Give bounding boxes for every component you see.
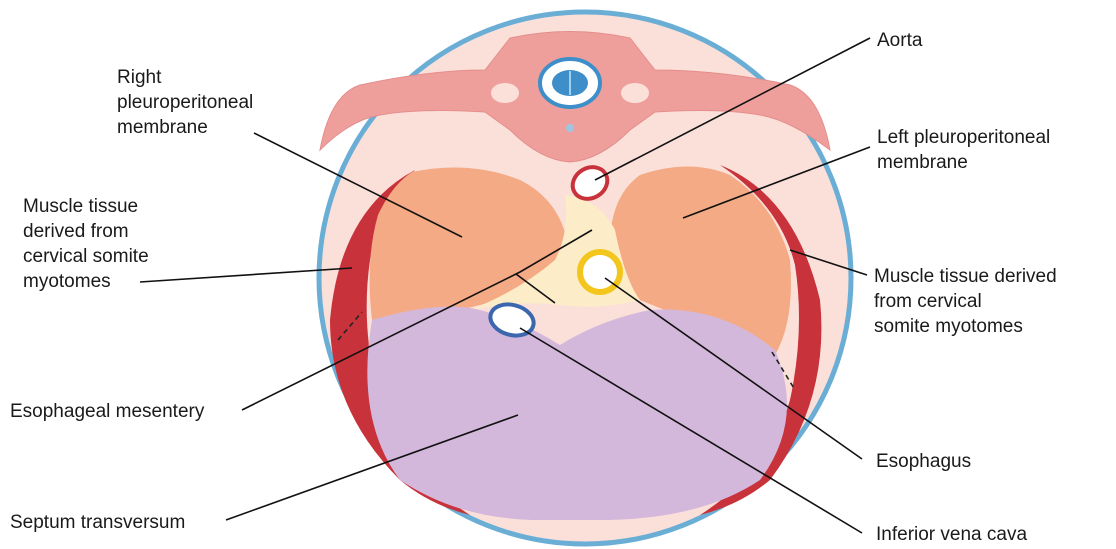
label-esophagus: Esophagus (876, 451, 971, 472)
label-muscle-left: Muscle tissue derived from cervical somi… (23, 196, 154, 292)
label-esophageal-mesentery: Esophageal mesentery (10, 401, 205, 422)
label-muscle-right: Muscle tissue derived from cervical somi… (874, 266, 1062, 337)
label-right-ppm: Right pleuroperitoneal membrane (117, 67, 259, 138)
notochord (566, 124, 574, 132)
vertebral-foramen-right (621, 83, 649, 103)
label-inferior-vena-cava: Inferior vena cava (876, 524, 1027, 545)
vertebral-foramen-left (491, 83, 519, 103)
esophagus (580, 252, 620, 292)
label-aorta: Aorta (877, 30, 923, 51)
label-septum-transversum: Septum transversum (10, 512, 185, 533)
septum-transversum (367, 307, 787, 520)
label-left-ppm: Left pleuroperitoneal membrane (877, 127, 1056, 173)
